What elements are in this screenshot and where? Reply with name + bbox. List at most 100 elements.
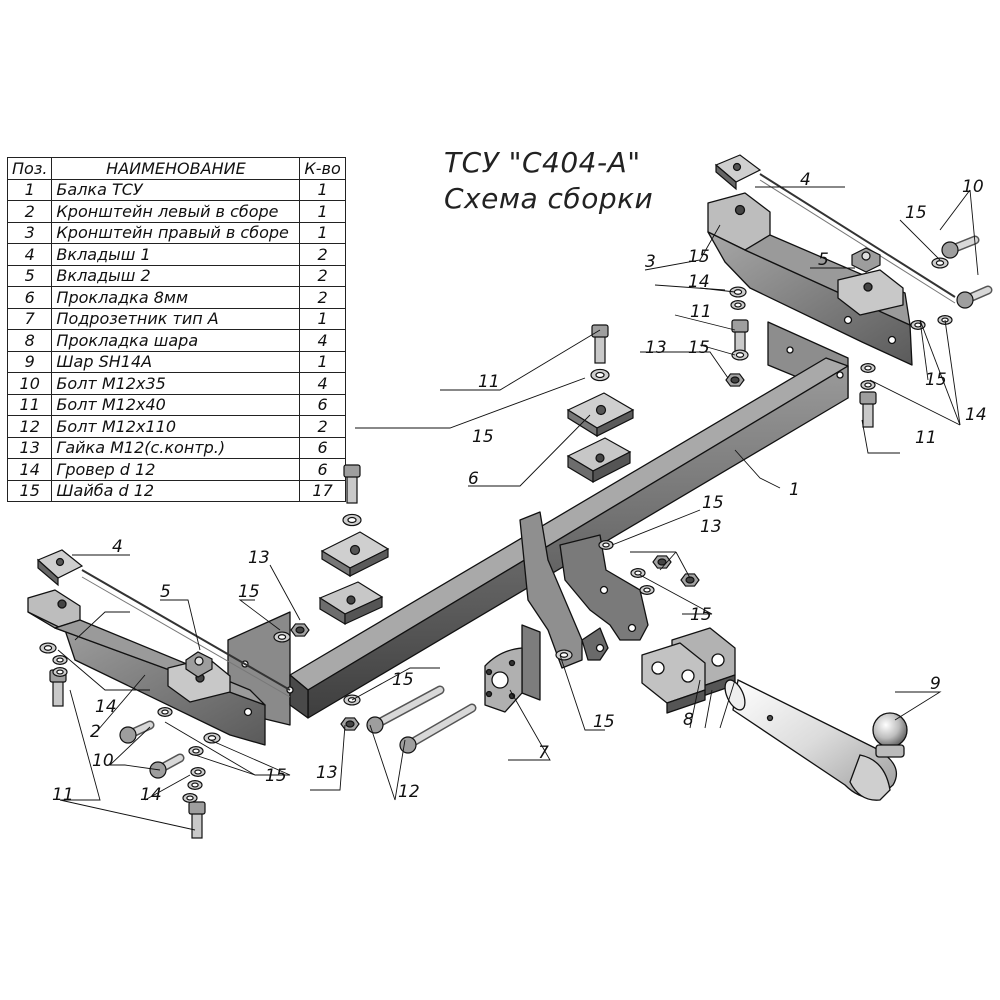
ball-pads — [641, 627, 736, 714]
bolt-head — [941, 241, 959, 259]
parts-pos-cell: 12 — [6, 415, 53, 438]
parts-name-cell: Болт М12х40 — [51, 393, 301, 416]
callout-14-bottom: 14 — [140, 785, 162, 805]
callout-15-i: 15 — [392, 670, 414, 690]
leader-lines — [57, 186, 979, 831]
ball-mount-plates — [519, 511, 649, 669]
insert-1-right — [714, 154, 956, 304]
callout-13-mid: 13 — [645, 338, 667, 358]
callout-4-left: 4 — [112, 537, 123, 557]
nut-hole — [657, 558, 667, 566]
nut-hole — [345, 720, 355, 728]
insert-2-right — [851, 247, 881, 273]
washer-hole — [191, 782, 199, 788]
callout-15-h: 15 — [593, 712, 615, 732]
callout-14-left: 14 — [95, 697, 117, 717]
callout-9: 9 — [930, 674, 941, 694]
washer-hole — [207, 735, 217, 741]
bolt-shank — [346, 474, 358, 504]
insert-2-left — [185, 651, 213, 678]
washer-hole — [735, 352, 745, 358]
bolt-shank — [594, 334, 606, 364]
parts-name-cell: Вкладыш 2 — [51, 264, 301, 287]
washer-hole — [914, 322, 922, 328]
washer-hole — [733, 289, 743, 295]
parts-name-cell: Вкладыш 1 — [51, 243, 301, 266]
bolt-shank-highlight — [372, 687, 443, 728]
washer-hole — [277, 634, 287, 640]
callout-15-d: 15 — [925, 370, 947, 390]
fasteners — [39, 235, 993, 839]
callout-15-j: 15 — [238, 582, 260, 602]
parts-pos-cell: 14 — [6, 458, 53, 481]
bracket-right — [707, 192, 913, 366]
bolt-head — [731, 319, 749, 333]
callout-11-right: 11 — [915, 428, 937, 448]
parts-qty-cell: 4 — [299, 372, 346, 395]
callout-13-bottom: 13 — [316, 763, 338, 783]
bolt-head — [188, 801, 206, 815]
parts-pos-cell: 11 — [6, 393, 53, 416]
washer-hole — [602, 542, 610, 548]
washer-hole — [347, 516, 357, 524]
parts-name-cell: Шайба d 12 — [51, 479, 301, 502]
washer-hole — [56, 657, 64, 663]
callout-10-right: 10 — [962, 177, 984, 197]
callout-15-g: 15 — [690, 605, 712, 625]
parts-name-cell: Прокладка 8мм — [51, 286, 301, 309]
bolt-head — [399, 736, 417, 754]
nut-hole — [730, 376, 740, 384]
parts-pos-cell: 6 — [6, 286, 53, 309]
callout-13-left: 13 — [248, 548, 270, 568]
washer-hole — [864, 382, 872, 388]
callout-15-k: 15 — [265, 766, 287, 786]
drawing-title: ТСУ "С404-А" — [444, 146, 641, 179]
callout-1: 1 — [789, 480, 800, 500]
washer-hole — [161, 709, 169, 715]
callout-11-top: 11 — [478, 372, 500, 392]
callout-5-left: 5 — [160, 582, 171, 602]
washer-hole — [186, 795, 194, 801]
parts-pos-cell: 15 — [6, 479, 53, 502]
callout-11-left: 11 — [52, 785, 74, 805]
callout-6: 6 — [468, 469, 479, 489]
callout-labels: 1 2 3 4 4 5 5 6 7 8 9 10 10 11 11 11 11 … — [52, 170, 987, 805]
washer-hole — [734, 302, 742, 308]
callout-15-b: 15 — [688, 247, 710, 267]
washer-hole — [935, 260, 945, 266]
bolt-head — [343, 464, 361, 478]
washer-hole — [194, 769, 202, 775]
callout-14-right: 14 — [965, 405, 987, 425]
callout-15-c: 15 — [688, 338, 710, 358]
bolt-head — [119, 726, 137, 744]
callout-14-top: 14 — [688, 272, 710, 292]
callout-15-a: 15 — [905, 203, 927, 223]
washer-hole — [56, 669, 64, 675]
nut-hole — [295, 626, 305, 634]
bolt-shank — [52, 679, 64, 707]
parts-pos-cell: 1 — [6, 178, 53, 201]
bracket-left — [27, 589, 266, 746]
bolt-shank-highlight — [405, 705, 475, 748]
tow-ball — [724, 679, 908, 801]
parts-pos-cell: 10 — [6, 372, 53, 395]
bolt-shank — [862, 401, 874, 428]
bolt-head — [366, 716, 384, 734]
callout-13-center: 13 — [700, 517, 722, 537]
callout-12: 12 — [398, 782, 420, 802]
callout-3: 3 — [645, 252, 656, 272]
header-pos: Поз. — [6, 157, 53, 180]
drawing-subtitle: Схема сборки — [444, 182, 654, 215]
washer-hole — [43, 645, 53, 651]
